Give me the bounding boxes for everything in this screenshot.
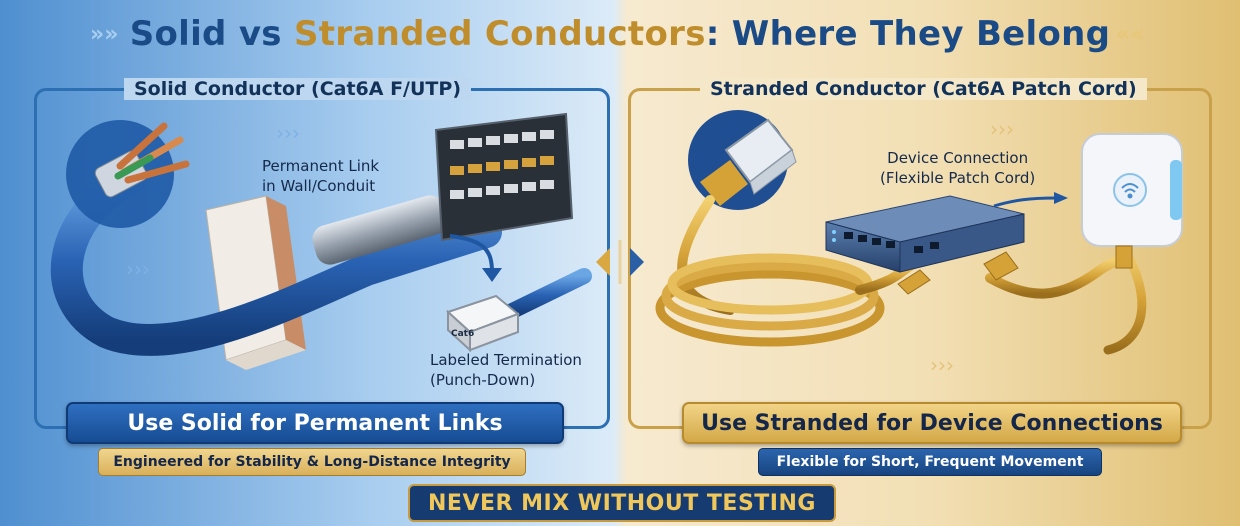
permanent-link-label: Permanent Link in Wall/Conduit [262,156,379,196]
warning-banner: NEVER MIX WITHOUT TESTING [408,484,836,522]
title-part-3: : Where They Belong [705,14,1111,54]
stranded-panel-heading: Stranded Conductor (Cat6A Patch Cord) [700,78,1147,100]
device-connection-label: Device Connection (Flexible Patch Cord) [880,148,1035,188]
solid-cable-icon [50,164,502,356]
device-connection-line-1: Device Connection [887,149,1029,167]
svg-text:›››: ››› [990,117,1014,141]
rj45-plug-icon [700,118,797,206]
wifi-icon [1121,183,1139,199]
patch-panel-icon [434,112,574,242]
jack-label: Cat6 [451,329,474,339]
stranded-illustration: ››› ››› [655,110,1183,377]
copper-wires-icon [114,122,190,184]
page-title: Solid vs Stranded Conductors: Where They… [0,14,1240,54]
use-stranded-banner: Use Stranded for Device Connections [682,402,1182,444]
svg-text:›››: ››› [126,257,150,281]
svg-text:›››: ››› [276,121,300,145]
solid-subtitle: Engineered for Stability & Long-Distance… [98,448,526,476]
solid-illustration: ››› ››› [50,112,592,370]
termination-line-1: Labeled Termination [430,351,582,369]
title-part-1: Solid vs [129,14,294,54]
permanent-link-line-1: Permanent Link [262,157,380,175]
keystone-jack-icon: Cat6 [446,294,520,353]
arrow-icon [449,234,494,273]
termination-label: Labeled Termination (Punch-Down) [430,350,582,390]
solid-panel-heading: Solid Conductor (Cat6A F/UTP) [124,78,471,100]
divider-arrow-icon [596,240,644,284]
svg-text:›››: ››› [930,353,954,377]
use-solid-banner: Use Solid for Permanent Links [66,402,564,444]
network-switch-icon [825,195,1025,273]
coiled-patch-cord-icon [655,253,885,347]
termination-line-2: (Punch-Down) [430,371,536,389]
conduit-sleeve-icon [312,195,448,265]
stranded-subtitle: Flexible for Short, Frequent Movement [758,448,1102,476]
chevron-left-icon: «« [1116,22,1145,47]
chevron-right-icon: »» [90,22,119,47]
device-connection-line-2: (Flexible Patch Cord) [880,169,1036,187]
wireless-access-point-icon [1081,133,1183,269]
permanent-link-line-2: in Wall/Conduit [262,177,376,195]
title-part-2: Stranded Conductors [293,14,706,54]
